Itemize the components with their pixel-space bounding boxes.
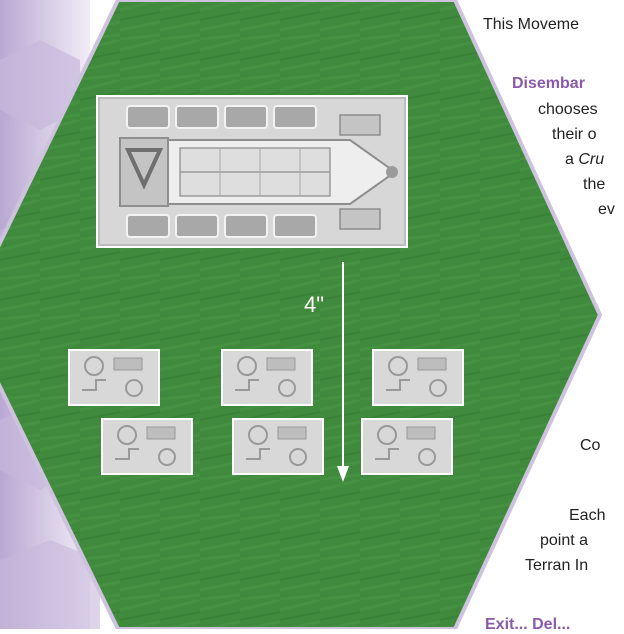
infantry-base xyxy=(69,350,159,405)
transport-vehicle xyxy=(97,96,407,247)
infantry-base xyxy=(233,419,323,474)
green-hex-table xyxy=(0,0,600,629)
body-line-3-prefix: a xyxy=(565,151,578,168)
disembark-heading: Disembar xyxy=(512,75,585,93)
intro-text: This Moveme xyxy=(483,16,579,34)
body-line-4: the xyxy=(583,176,605,194)
each-line-1: Each xyxy=(569,507,605,525)
body-line-3-italic: Cru xyxy=(578,151,604,168)
infantry-base xyxy=(102,419,192,474)
infantry-base xyxy=(373,350,463,405)
body-line-2: their o xyxy=(552,126,596,144)
infantry-base xyxy=(362,419,452,474)
each-line-3: Terran In xyxy=(525,557,588,575)
bottom-heading: Exit... Del... xyxy=(485,616,570,634)
body-line-5: ev xyxy=(598,201,615,219)
distance-label: 4" xyxy=(304,292,324,317)
body-line-1: chooses xyxy=(538,101,598,119)
each-line-2: point a xyxy=(540,532,588,550)
infantry-base xyxy=(222,350,312,405)
body-line-3: a Cru xyxy=(565,151,604,169)
co-fragment: Co xyxy=(580,437,600,455)
